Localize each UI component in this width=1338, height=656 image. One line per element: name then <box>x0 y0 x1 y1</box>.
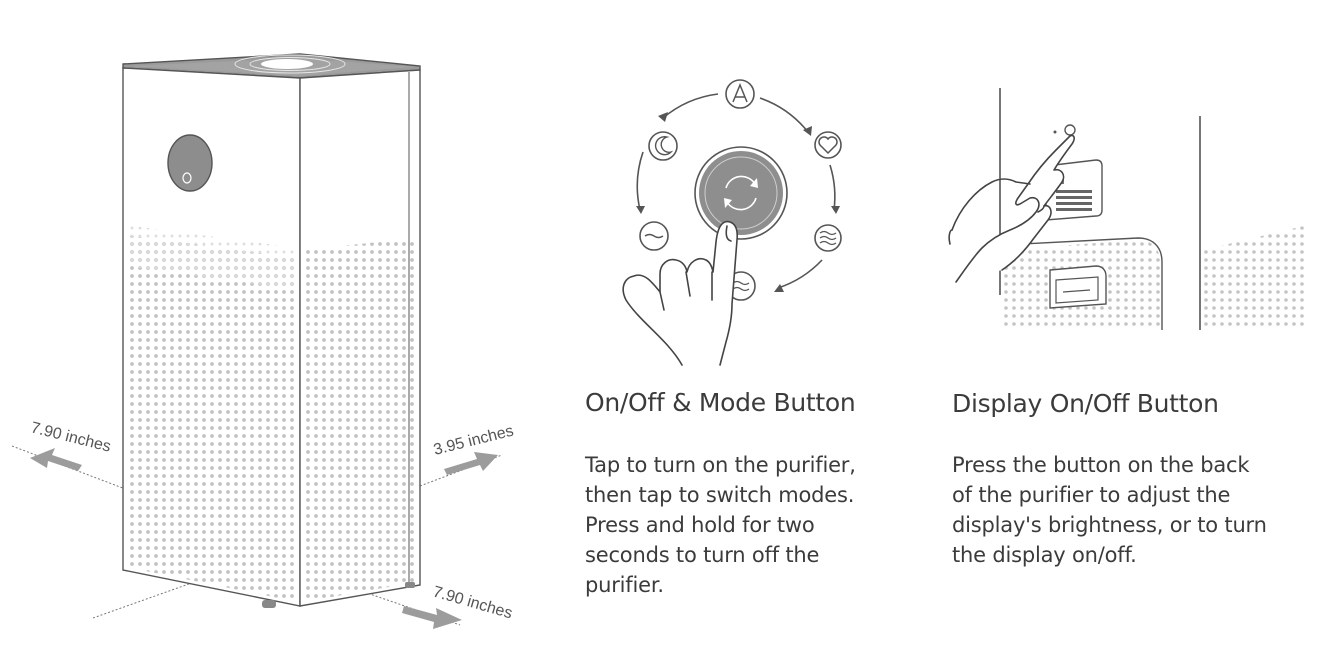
display-panel-icon <box>167 134 213 192</box>
auto-mode-icon <box>725 79 755 109</box>
dimension-depth-label: 3.95 inches <box>432 423 516 459</box>
mode-button-title: On/Off & Mode Button <box>585 388 856 417</box>
dimension-width-label: 7.90 inches <box>29 419 113 455</box>
purifier-illustration: 7.90 inches 3.95 inches 7.90 inches <box>11 53 516 629</box>
purifier-body <box>122 53 421 608</box>
handle-slot-icon <box>1049 265 1107 309</box>
dimension-arrows <box>30 448 498 629</box>
high-fan-icon <box>814 224 842 252</box>
mode-button-description: Tap to turn on the purifier, then tap to… <box>585 453 856 597</box>
night-mode-icon <box>648 131 678 161</box>
power-mode-button-icon <box>694 146 788 240</box>
hand-icon <box>948 134 1075 283</box>
favorite-mode-icon <box>814 131 842 159</box>
low-fan-icon <box>639 221 669 251</box>
display-button-description: Press the button on the back of the puri… <box>952 453 1267 567</box>
mode-button-illustration <box>622 79 842 366</box>
display-button-illustration <box>948 88 1308 330</box>
hand-icon <box>622 220 739 366</box>
display-button-title: Display On/Off Button <box>952 389 1219 418</box>
display-button-icon <box>1053 124 1076 136</box>
